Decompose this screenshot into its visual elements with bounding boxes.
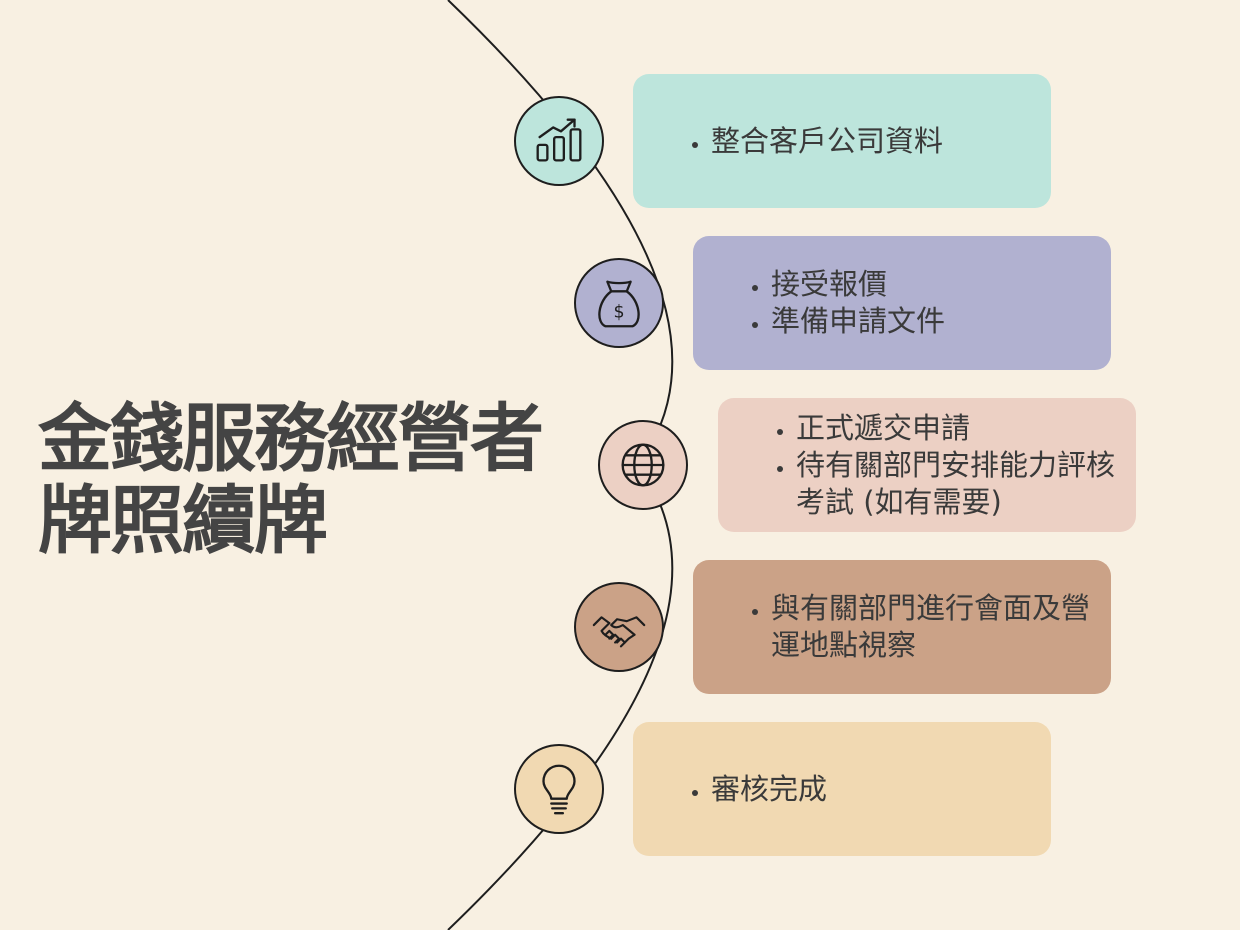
step-2-item-1: 接受報價: [771, 266, 945, 303]
page-title: 金錢服務經營者 牌照續牌: [38, 398, 598, 562]
step-1-card: 整合客戶公司資料: [633, 74, 1051, 208]
step-2-item-2: 準備申請文件: [771, 303, 945, 340]
step-5-node: [514, 744, 604, 834]
title-line-2: 牌照續牌: [38, 478, 328, 564]
lightbulb-icon: [542, 764, 576, 815]
step-1-node: [514, 96, 604, 186]
step-5-card: 審核完成: [633, 722, 1051, 856]
step-1-item-1: 整合客戶公司資料: [711, 123, 943, 160]
step-3-list: 正式遞交申請 待有關部門安排能力評核考試 (如有需要): [770, 410, 1116, 521]
growth-chart-icon: [536, 118, 582, 162]
step-4-list: 與有關部門進行會面及營運地點視察: [745, 590, 1091, 664]
step-4-card: 與有關部門進行會面及營運地點視察: [693, 560, 1111, 694]
step-2-card: 接受報價 準備申請文件: [693, 236, 1111, 370]
step-3-item-1: 正式遞交申請: [796, 410, 1116, 447]
step-3-card: 正式遞交申請 待有關部門安排能力評核考試 (如有需要): [718, 398, 1136, 532]
step-4-node: [574, 582, 664, 672]
title-line-1: 金錢服務經營者: [38, 396, 544, 482]
step-1-list: 整合客戶公司資料: [685, 123, 943, 160]
svg-text:$: $: [613, 303, 624, 323]
step-4-item-1: 與有關部門進行會面及營運地點視察: [771, 590, 1091, 664]
step-3-item-2: 待有關部門安排能力評核考試 (如有需要): [796, 447, 1116, 521]
step-3-node: [598, 420, 688, 510]
step-2-node: $: [574, 258, 664, 348]
globe-icon: [621, 443, 665, 487]
step-2-list: 接受報價 準備申請文件: [745, 266, 945, 340]
money-bag-icon: $: [598, 280, 640, 328]
handshake-icon: [592, 616, 646, 648]
step-5-list: 審核完成: [685, 771, 827, 808]
step-5-item-1: 審核完成: [711, 771, 827, 808]
